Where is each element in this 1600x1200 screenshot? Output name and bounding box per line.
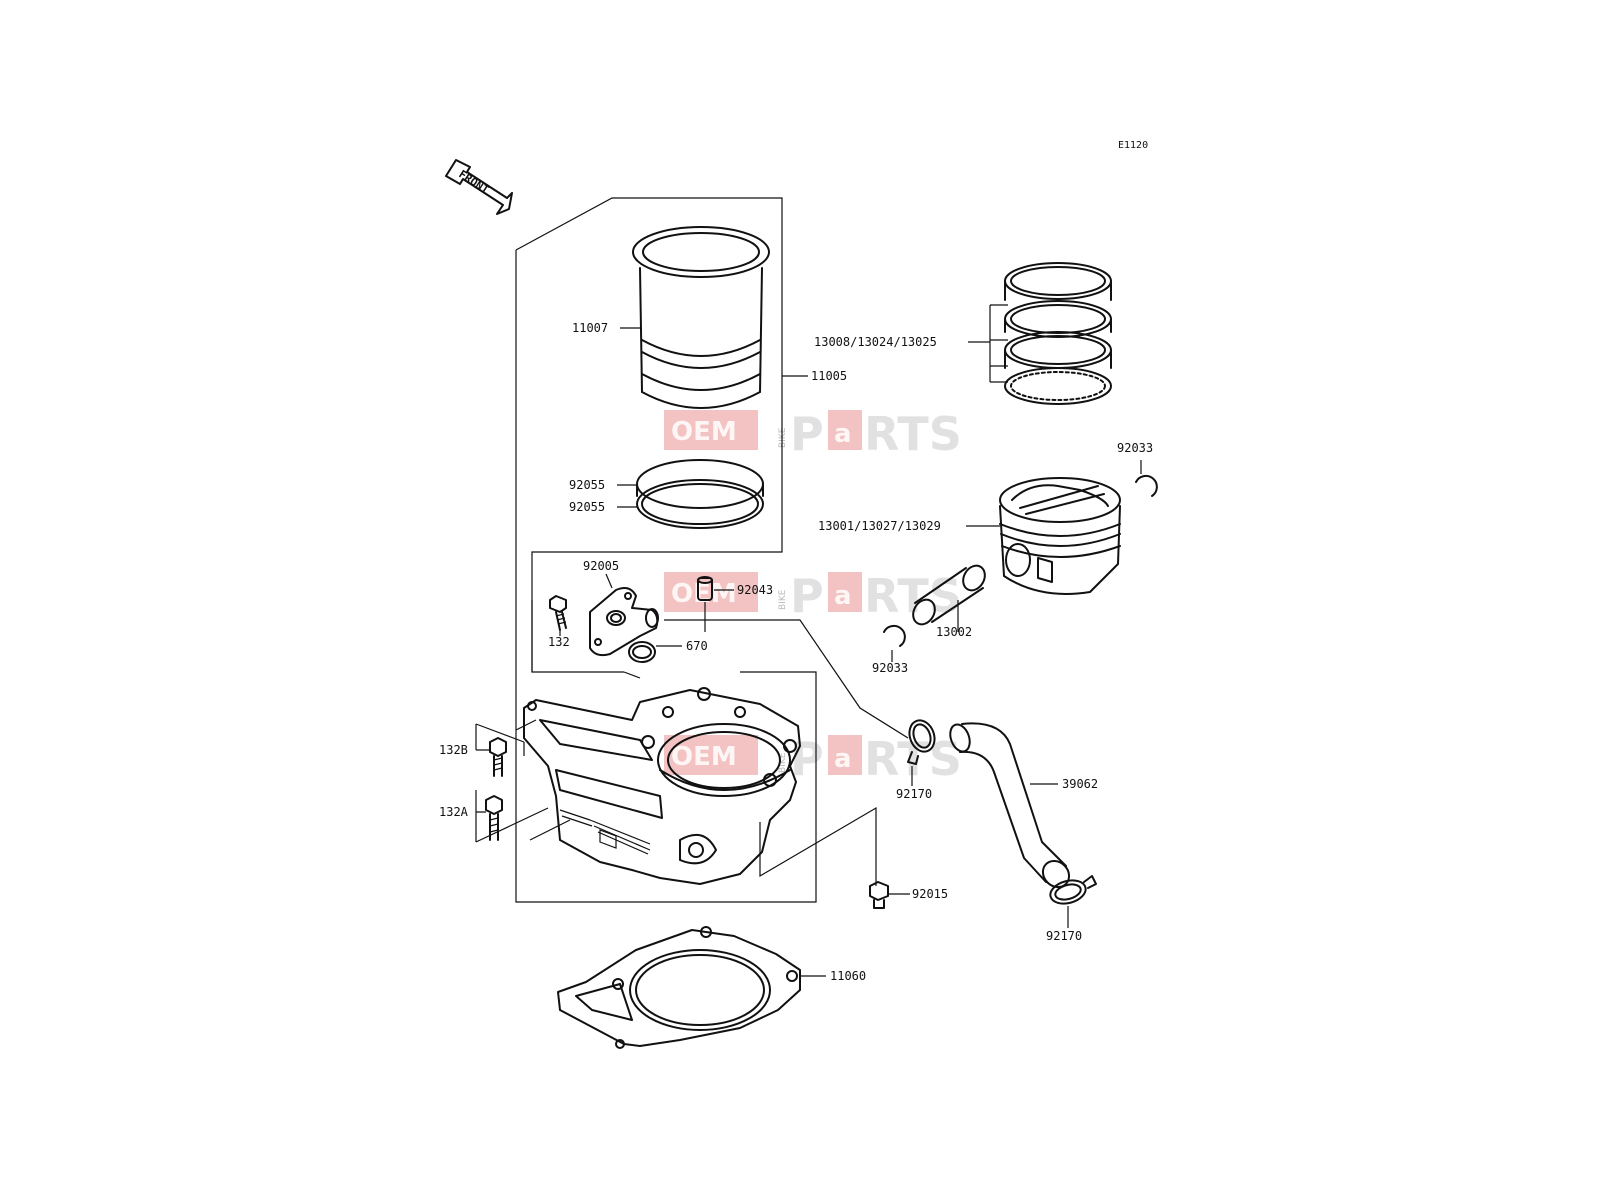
watermark-3: OEM BIKE P a RTS <box>664 732 962 786</box>
callout-132B: 132B <box>439 743 468 757</box>
watermark-oem: OEM <box>671 579 737 609</box>
water-fitting-92005 <box>589 587 659 657</box>
hose-clamp-92170-top <box>907 719 936 765</box>
watermark-bike: BIKE <box>778 427 788 448</box>
cylinder-base-gasket-11060 <box>557 926 801 1049</box>
plug-92015 <box>869 881 889 909</box>
watermark-1: OEM BIKE P a RTS <box>664 407 962 461</box>
watermark-a: a <box>834 419 852 449</box>
watermark-bike: BIKE <box>778 752 788 773</box>
cylinder-sleeve-11007 <box>632 226 770 409</box>
callout-132A: 132A <box>439 805 469 819</box>
callout-92055-top: 92055 <box>569 478 605 492</box>
piston-13001 <box>999 477 1121 595</box>
callout-11005: 11005 <box>811 369 847 383</box>
callout-92005: 92005 <box>583 559 619 573</box>
bolt-132 <box>549 595 567 631</box>
watermark-oem: OEM <box>671 417 737 447</box>
callout-92015: 92015 <box>912 887 948 901</box>
cylinder-block <box>523 687 801 885</box>
watermark-rts: RTS <box>864 732 962 786</box>
piston-rings-13008 <box>1004 262 1112 405</box>
diagram-code: E1120 <box>1118 140 1148 151</box>
watermark-bike: BIKE <box>778 589 788 610</box>
sleeve-ring-92055 <box>636 459 764 529</box>
callout-92170-top: 92170 <box>896 787 932 801</box>
callout-11007: 11007 <box>572 321 608 335</box>
callout-11060: 11060 <box>830 969 866 983</box>
watermark-a: a <box>834 581 852 611</box>
callout-92043: 92043 <box>737 583 773 597</box>
callout-13002: 13002 <box>936 625 972 639</box>
front-arrow-icon: FRONT <box>445 159 513 215</box>
callout-39062: 39062 <box>1062 777 1098 791</box>
watermark-rts: RTS <box>864 407 962 461</box>
watermark-p: P <box>790 732 824 786</box>
callout-670: 670 <box>686 639 708 653</box>
water-hose-39062 <box>949 722 1071 889</box>
bolt-132A <box>485 795 503 841</box>
callout-92170-bottom: 92170 <box>1046 929 1082 943</box>
callout-132: 132 <box>548 635 570 649</box>
callout-13008-13024-13025: 13008/13024/13025 <box>814 335 937 349</box>
watermark-a: a <box>834 744 852 774</box>
watermark-p: P <box>790 569 824 623</box>
watermark-p: P <box>790 407 824 461</box>
hose-clamp-92170-bottom <box>1049 875 1097 905</box>
dowel-pin-92043 <box>697 576 713 601</box>
group-brackets <box>515 197 909 903</box>
piston-pin-clip-92033-bottom <box>883 624 906 647</box>
callout-92033-bottom: 92033 <box>872 661 908 675</box>
bolt-132B <box>489 737 507 777</box>
o-ring-670 <box>628 641 656 663</box>
callout-13001-13027-13029: 13001/13027/13029 <box>818 519 941 533</box>
piston-pin-clip-92033-top <box>1135 474 1158 497</box>
callout-92055-bottom: 92055 <box>569 500 605 514</box>
watermark-oem: OEM <box>671 742 737 772</box>
callout-92033-top: 92033 <box>1117 441 1153 455</box>
